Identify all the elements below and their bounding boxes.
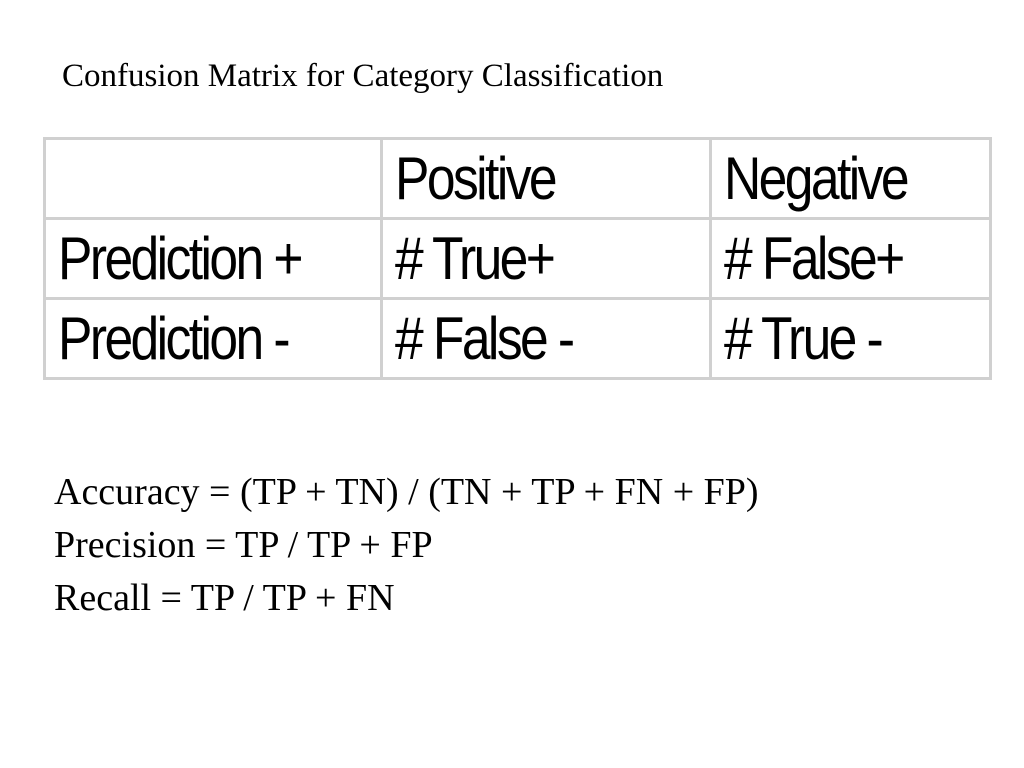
- page-title: Confusion Matrix for Category Classifica…: [62, 58, 664, 94]
- column-header-negative: Negative: [709, 137, 992, 220]
- row-header-prediction-positive-text: Prediction +: [58, 225, 304, 292]
- cell-true-positive: # True+: [380, 217, 712, 300]
- recall-formula: Recall = TP / TP + FN: [54, 577, 395, 619]
- table-header-row: Positive Negative: [43, 137, 992, 220]
- table-row: Prediction + # True+ # False+: [43, 217, 992, 300]
- column-header-positive-text: Positive: [395, 145, 558, 212]
- cell-true-positive-text: # True+: [395, 225, 556, 292]
- confusion-matrix-table: Positive Negative Prediction + # True+ #…: [43, 137, 992, 380]
- precision-formula: Precision = TP / TP + FP: [54, 524, 433, 566]
- row-header-prediction-positive: Prediction +: [43, 217, 383, 300]
- cell-false-positive: # False+: [709, 217, 992, 300]
- row-header-prediction-negative: Prediction -: [43, 297, 383, 380]
- cell-true-negative-text: # True -: [724, 305, 884, 372]
- row-header-prediction-negative-text: Prediction -: [58, 305, 291, 372]
- column-header-positive: Positive: [380, 137, 712, 220]
- metric-formulas: Accuracy = (TP + TN) / (TN + TP + FN + F…: [54, 466, 759, 625]
- table-row: Prediction - # False - # True -: [43, 297, 992, 380]
- cell-false-negative-text: # False -: [395, 305, 575, 372]
- accuracy-formula: Accuracy = (TP + TN) / (TN + TP + FN + F…: [54, 471, 759, 513]
- cell-true-negative: # True -: [709, 297, 992, 380]
- cell-false-negative: # False -: [380, 297, 712, 380]
- cell-false-positive-text: # False+: [724, 225, 905, 292]
- column-header-negative-text: Negative: [724, 145, 910, 212]
- table-corner-cell: [43, 137, 383, 220]
